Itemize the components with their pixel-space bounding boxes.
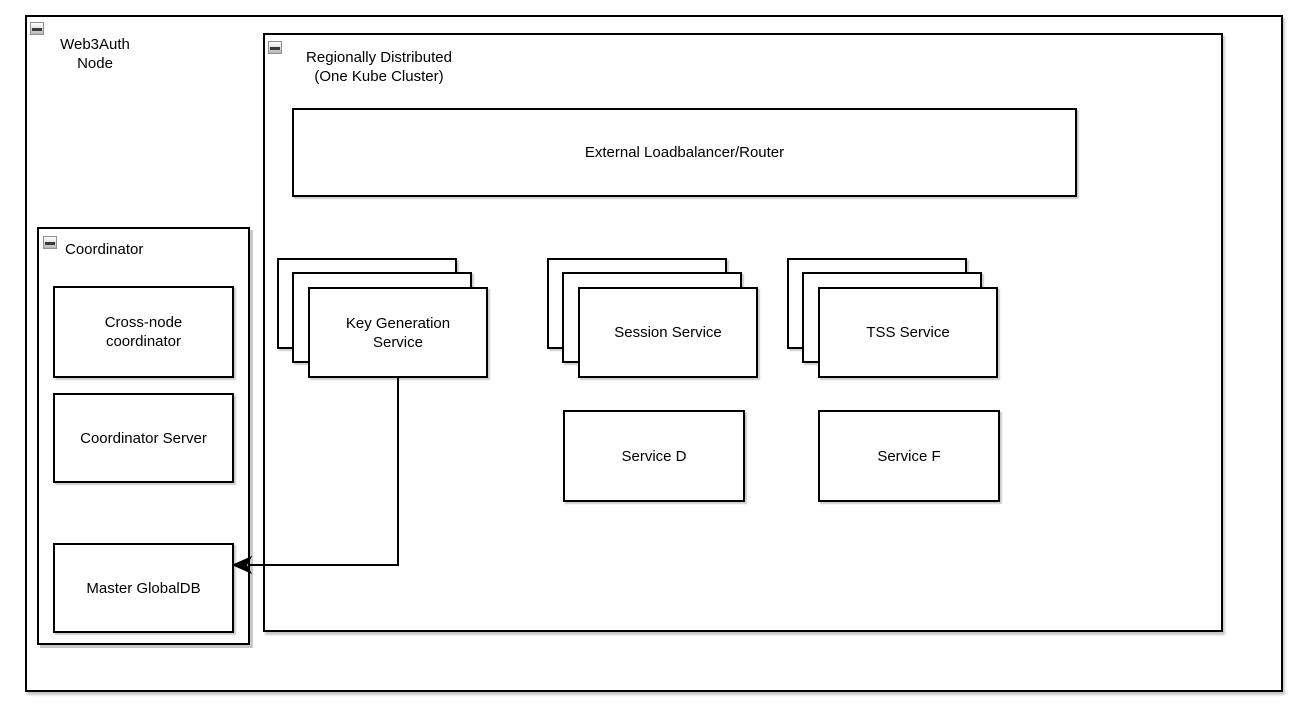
cross-node-coordinator-box[interactable]: Cross-node coordinator (53, 286, 234, 378)
minus-icon (32, 28, 42, 31)
service-d-label: Service D (621, 447, 687, 465)
session-service-label: Session Service (614, 324, 722, 341)
key-generation-service-stack[interactable]: Key Generation Service (277, 258, 488, 378)
service-f-box[interactable]: Service F (818, 410, 1000, 502)
stack-front-card[interactable]: Key Generation Service (308, 287, 488, 378)
master-globaldb-box[interactable]: Master GlobalDB (53, 543, 234, 633)
coordinator-server-label: Coordinator Server (80, 429, 207, 447)
stack-front-card[interactable]: Session Service (578, 287, 758, 378)
session-service-stack[interactable]: Session Service (547, 258, 758, 378)
external-loadbalancer-box[interactable]: External Loadbalancer/Router (292, 108, 1077, 197)
coordinator-label: Coordinator (65, 241, 144, 258)
web3auth-node-container[interactable]: Web3Auth Node Regionally Distributed (On… (25, 15, 1283, 692)
coordinator-server-box[interactable]: Coordinator Server (53, 393, 234, 483)
coordinator-container[interactable]: Coordinator Cross-node coordinator Coord… (37, 227, 250, 645)
service-d-box[interactable]: Service D (563, 410, 745, 502)
region-label: Regionally Distributed (One Kube Cluster… (306, 49, 452, 85)
tss-service-label: TSS Service (866, 324, 950, 341)
minus-icon (45, 242, 55, 245)
key-generation-service-label: Key Generation Service (345, 314, 451, 351)
stack-front-card[interactable]: TSS Service (818, 287, 998, 378)
region-container[interactable]: Regionally Distributed (One Kube Cluster… (263, 33, 1223, 632)
external-loadbalancer-label: External Loadbalancer/Router (584, 144, 785, 161)
tss-service-stack[interactable]: TSS Service (787, 258, 998, 378)
collapse-minus-button[interactable] (30, 22, 44, 35)
master-globaldb-label: Master GlobalDB (86, 579, 201, 597)
cross-node-coordinator-label: Cross-node coordinator (104, 314, 183, 350)
collapse-minus-button[interactable] (268, 41, 282, 54)
minus-icon (270, 47, 280, 50)
service-f-label: Service F (877, 447, 941, 465)
collapse-minus-button[interactable] (43, 236, 57, 249)
web3auth-node-label: Web3Auth Node (60, 36, 130, 72)
